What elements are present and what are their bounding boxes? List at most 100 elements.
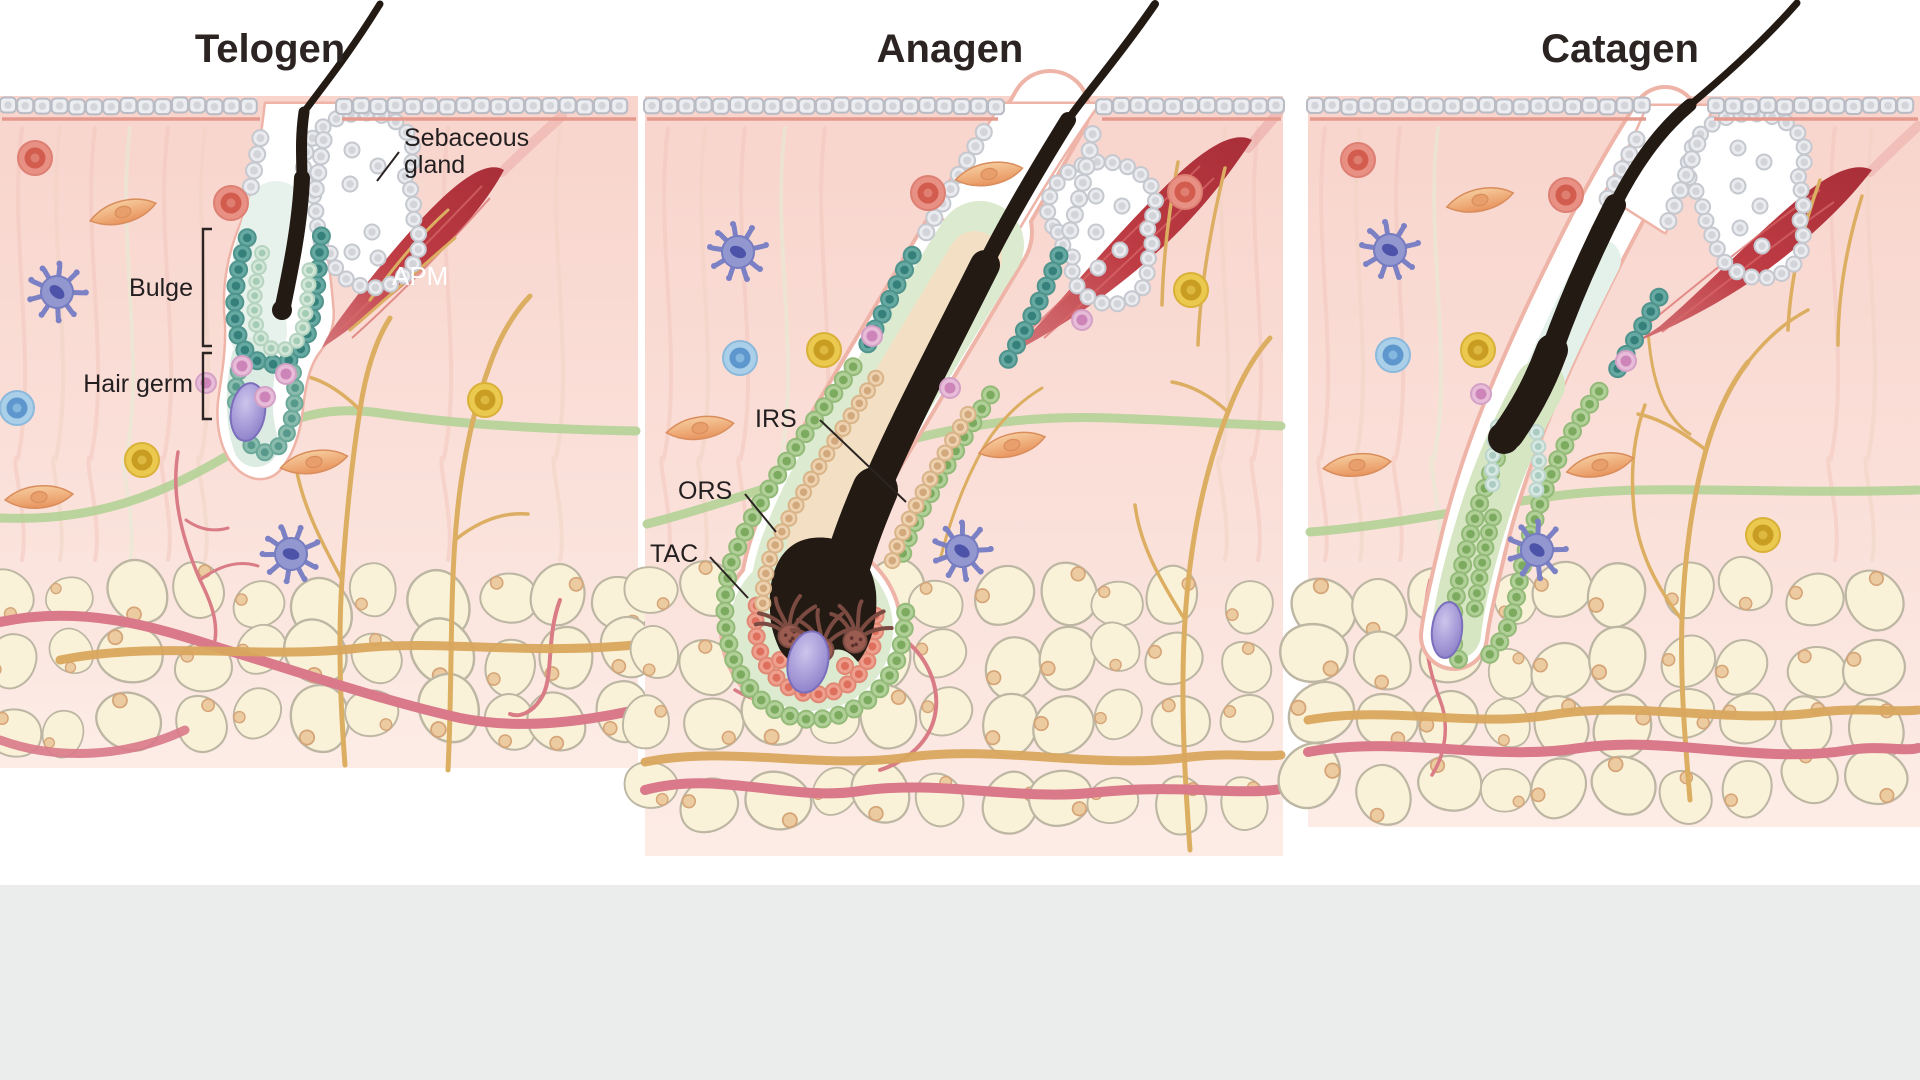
epidermis-cell — [969, 97, 988, 115]
epidermis-cell — [1844, 97, 1863, 115]
epidermis-cell — [694, 96, 713, 114]
epidermis-cell — [558, 96, 577, 114]
epidermis-cell — [1793, 96, 1811, 114]
epidermis-cell — [1879, 97, 1897, 115]
mesc-cell — [1470, 383, 1492, 405]
svg-text:ORS: ORS — [678, 477, 732, 505]
epidermis-cell — [171, 96, 189, 114]
annotation-sebaceous-gland: Sebaceous gland — [376, 124, 529, 182]
epidermis-cell — [541, 97, 560, 115]
epidermis-cell — [1112, 97, 1131, 115]
epidermis-cell — [866, 97, 885, 115]
panel-telogen-art — [0, 0, 665, 773]
epidermis-cell — [1357, 96, 1376, 114]
epidermis-cell — [1340, 98, 1359, 116]
svg-text:Bulge: Bulge — [129, 274, 193, 302]
cd8-cell — [1167, 174, 1203, 210]
treg-cell — [124, 442, 160, 478]
epidermis-cell — [472, 97, 491, 115]
epidermis-cell — [1306, 97, 1324, 115]
cd4-cell — [0, 390, 35, 426]
epidermis-cell — [918, 96, 937, 114]
dermal-papilla — [786, 630, 830, 694]
illustration-canvas: Telogen Anagen Catagen Sebaceous gland A… — [0, 0, 1920, 856]
epidermis-cell — [677, 97, 696, 115]
svg-text:IRS: IRS — [755, 405, 797, 433]
epidermis-cell — [1163, 97, 1182, 115]
epidermis-cell — [1181, 97, 1199, 115]
epidermis-cell — [1632, 96, 1651, 114]
cd8-cell — [1548, 177, 1584, 213]
legend: HFSC K6⁺ inner layer MeSC Melanocyte Der… — [0, 885, 1920, 1080]
epidermis-cell — [643, 97, 661, 115]
panel-anagen-art — [619, 0, 1286, 856]
annotation-bulge: Bulge — [129, 227, 212, 348]
epidermis-cell — [1707, 97, 1725, 115]
treg-cell — [1745, 517, 1781, 553]
annotation-hair-germ: Hair germ — [83, 351, 212, 421]
cd8-cell — [17, 140, 53, 176]
epidermis-cell — [205, 98, 224, 116]
epidermis-cell — [16, 97, 35, 115]
cd4-cell — [1375, 337, 1411, 373]
epidermis-cell — [153, 98, 172, 116]
cd4-cell — [722, 340, 758, 376]
epidermis-cell — [369, 98, 388, 116]
epidermis-cell — [1409, 96, 1428, 114]
epidermis-cell — [593, 97, 611, 115]
epidermis-cell — [239, 97, 258, 115]
epidermis-cell — [67, 98, 86, 116]
svg-text:TAC: TAC — [650, 540, 698, 568]
epidermis-cell — [1232, 97, 1251, 115]
annotation-tac: TAC — [650, 540, 749, 599]
mesc-cell — [254, 386, 276, 408]
epidermis-cell — [1146, 97, 1165, 115]
epidermis-cell — [188, 96, 207, 114]
cd8-cell — [213, 185, 249, 221]
svg-text:gland: gland — [404, 151, 465, 179]
epidermis-cell — [729, 96, 747, 114]
svg-text:Hair germ: Hair germ — [83, 370, 193, 398]
epidermis-cell — [1861, 96, 1880, 114]
epidermis-cell — [524, 97, 543, 115]
epidermis-cell — [136, 98, 155, 116]
epidermis-cell — [1443, 97, 1462, 115]
epidermis-cell — [575, 98, 594, 116]
epidermis-cell — [815, 97, 833, 115]
epidermis-cell — [438, 98, 457, 116]
svg-text:Sebaceous: Sebaceous — [404, 124, 529, 152]
epidermis-cell — [1581, 96, 1600, 114]
epidermis-cell — [1810, 96, 1829, 114]
mesc-cell — [195, 372, 217, 394]
epidermis-cell — [780, 96, 799, 114]
epidermis-cell — [987, 98, 1005, 116]
panel-title-catagen: Catagen — [1541, 27, 1699, 71]
treg-cell — [806, 332, 842, 368]
epidermis-cell — [1564, 98, 1582, 116]
epidermis-cell — [1741, 98, 1760, 116]
panel-title-telogen: Telogen — [195, 27, 345, 71]
epidermis-cell — [1095, 98, 1113, 116]
cd8-cell — [1340, 142, 1376, 178]
epidermis-cell — [935, 97, 954, 115]
epidermis-cell — [0, 96, 17, 114]
epidermis-cell — [832, 96, 851, 114]
treg-cell — [467, 382, 503, 418]
epidermis-cell — [1215, 97, 1234, 115]
epidermis-cell — [1198, 96, 1217, 114]
epidermis-cell — [33, 97, 52, 115]
epidermis-cell — [1598, 98, 1617, 116]
epidermis-cell — [222, 97, 241, 115]
panel-catagen-art — [1266, 0, 1920, 836]
epidermis-cell — [763, 97, 782, 115]
annotation-irs: IRS — [755, 405, 907, 503]
epidermis-cell — [102, 98, 121, 116]
dermal-papilla — [1430, 601, 1464, 659]
epidermis-cell — [746, 97, 765, 115]
epidermis-cell — [1478, 96, 1496, 114]
epidermis-cell — [403, 98, 422, 116]
epidermis-cell — [1374, 97, 1393, 115]
epidermis-cell — [711, 97, 730, 115]
epidermis-cell — [386, 96, 405, 114]
